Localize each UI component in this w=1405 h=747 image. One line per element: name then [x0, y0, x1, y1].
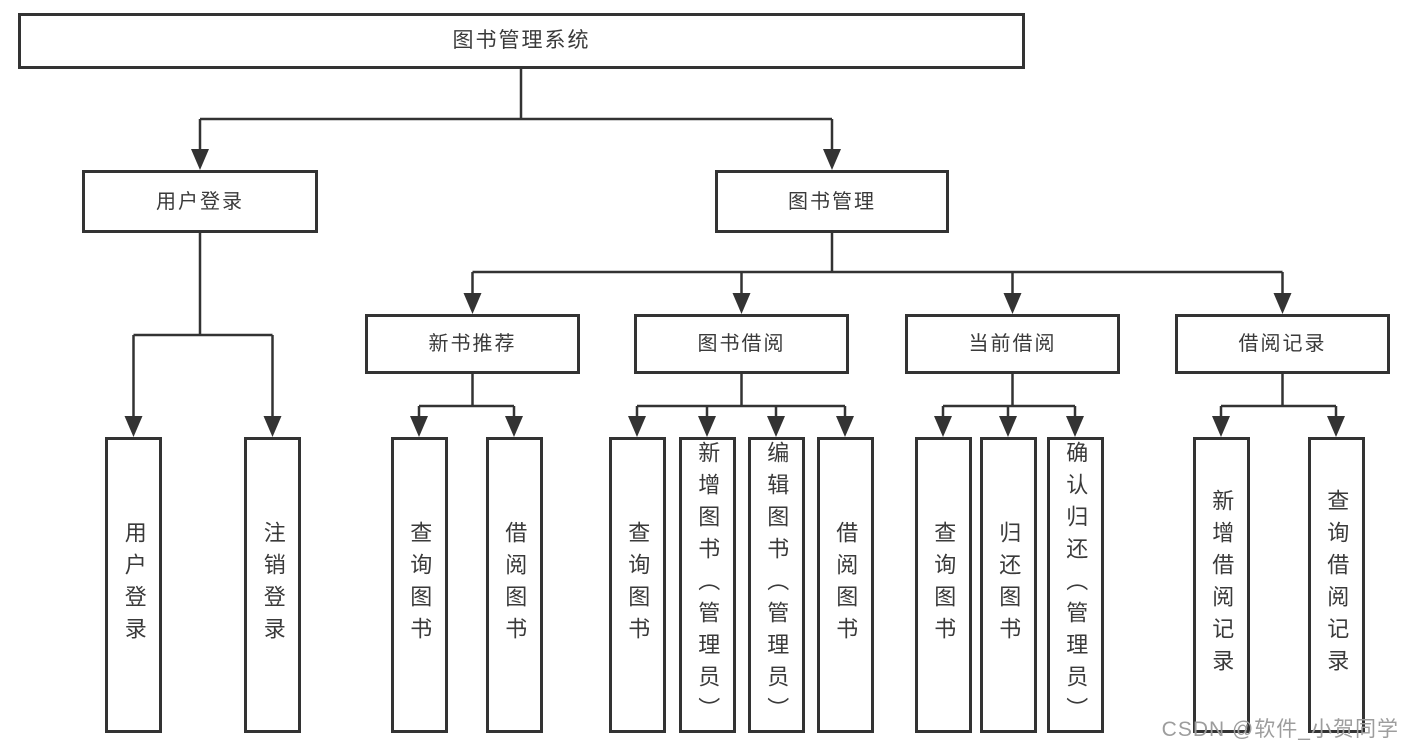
node-query-books-recommend: 查询图书: [390, 437, 448, 733]
node-add-borrow-record: 新增借阅记录: [1192, 437, 1250, 733]
node-user-login: 用户登录: [82, 170, 318, 233]
arrowhead-icon: [934, 416, 952, 437]
node-add-book-admin: 新增图书（管理员）: [678, 437, 736, 733]
node-user-login-leaf: 用户登录: [105, 437, 162, 733]
arrowhead-icon: [1003, 293, 1022, 314]
node-logout: 注销登录: [244, 437, 301, 733]
node-current-borrowing: 当前借阅: [905, 314, 1120, 374]
arrowhead-icon: [505, 416, 523, 437]
node-borrow-books-recommend: 借阅图书: [485, 437, 543, 733]
arrowhead-icon: [1273, 293, 1292, 314]
arrowhead-icon: [1212, 416, 1230, 437]
node-return-books: 归还图书: [979, 437, 1037, 733]
node-book-management: 图书管理: [715, 170, 949, 233]
watermark-text: CSDN @软件_小贺同学: [1161, 718, 1399, 741]
node-query-books-borrowing: 查询图书: [608, 437, 666, 733]
node-book-borrowing: 图书借阅: [634, 314, 849, 374]
node-borrowing-records: 借阅记录: [1175, 314, 1390, 374]
node-confirm-return-admin: 确认归还（管理员）: [1046, 437, 1104, 733]
arrowhead-icon: [410, 416, 428, 437]
arrowhead-icon: [836, 416, 854, 437]
arrowhead-icon: [191, 149, 209, 170]
arrowhead-icon: [1066, 416, 1084, 437]
arrowhead-icon: [463, 293, 482, 314]
node-query-borrow-record: 查询借阅记录: [1307, 437, 1365, 733]
node-library-management-system: 图书管理系统: [18, 13, 1025, 69]
arrowhead-icon: [732, 293, 751, 314]
arrowhead-icon: [628, 416, 646, 437]
node-edit-book-admin: 编辑图书（管理员）: [747, 437, 805, 733]
arrowhead-icon: [124, 416, 143, 437]
node-new-book-recommendation: 新书推荐: [365, 314, 580, 374]
arrowhead-icon: [263, 416, 282, 437]
node-borrow-books-leaf: 借阅图书: [816, 437, 874, 733]
arrowhead-icon: [823, 149, 841, 170]
arrowhead-icon: [999, 416, 1017, 437]
arrowhead-icon: [1327, 416, 1345, 437]
node-query-books-current: 查询图书: [914, 437, 972, 733]
arrowhead-icon: [767, 416, 785, 437]
arrowhead-icon: [698, 416, 716, 437]
